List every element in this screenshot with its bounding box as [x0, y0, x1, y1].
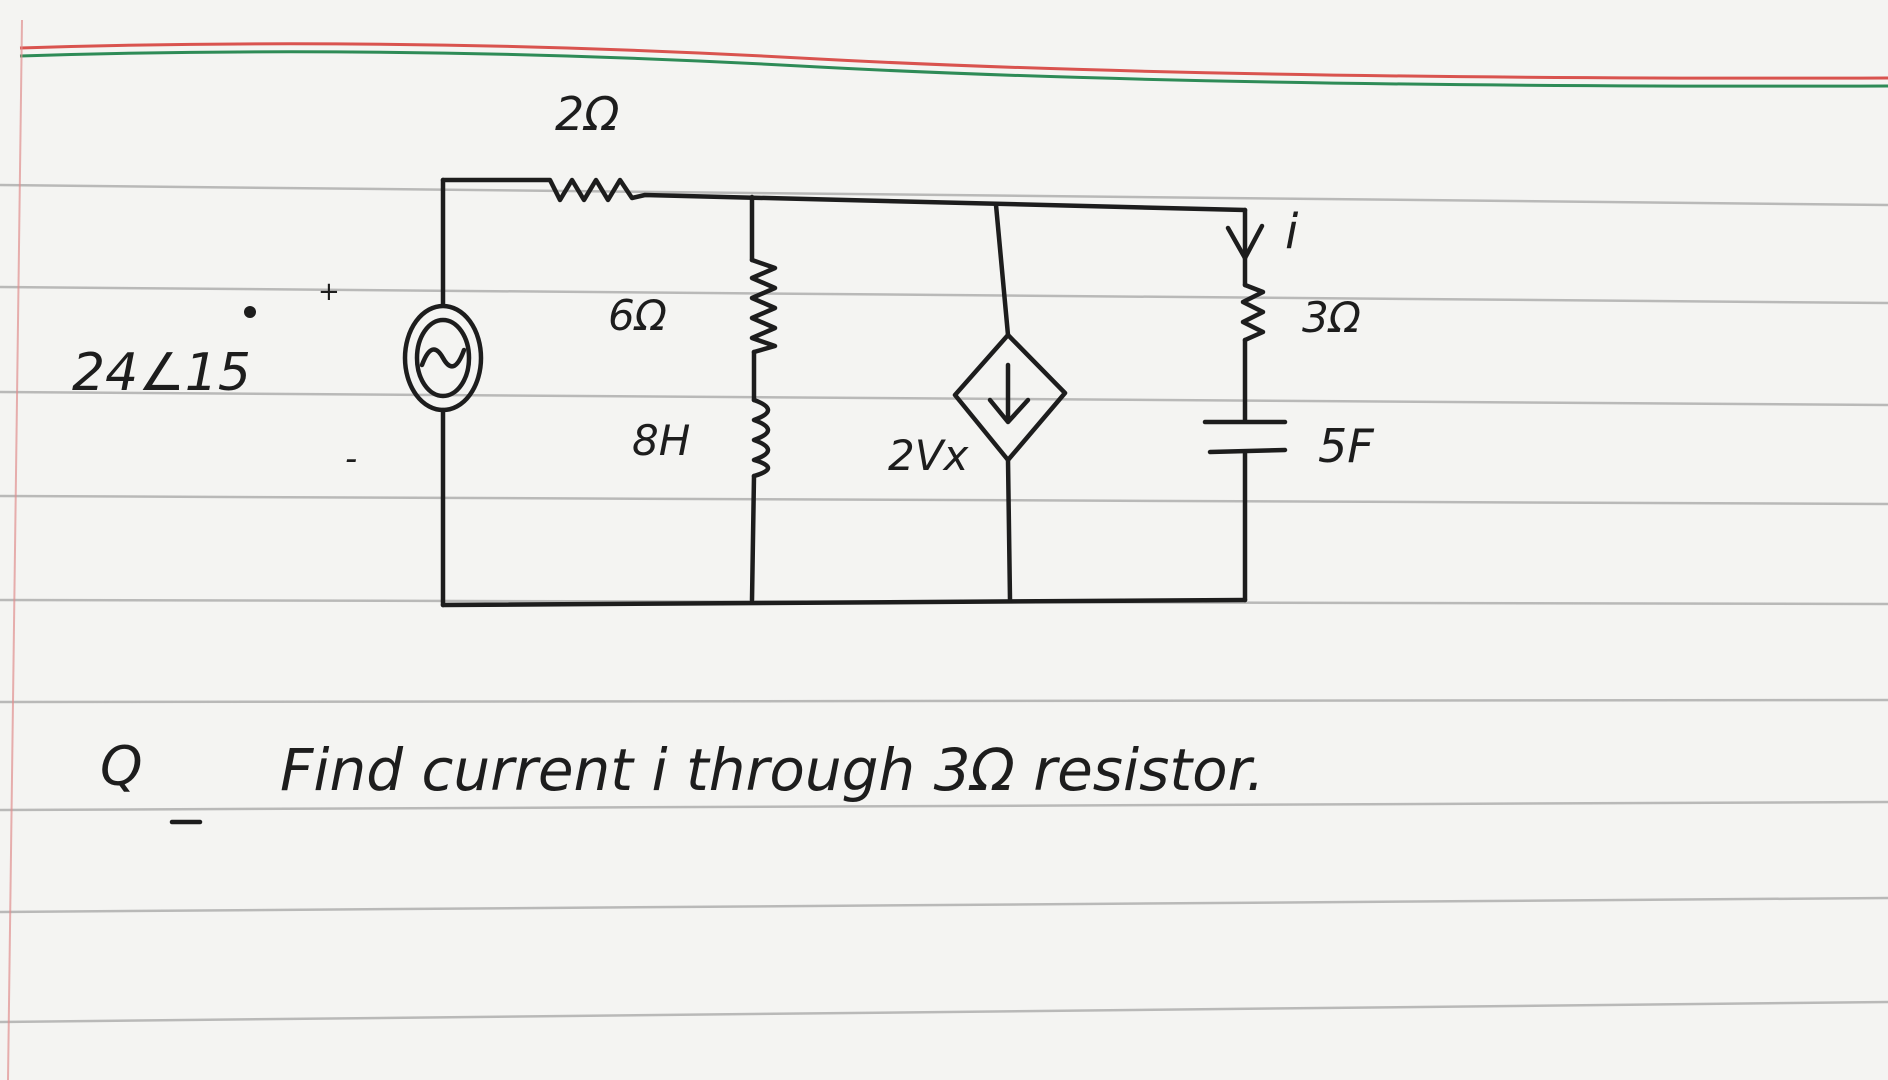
ac-source-icon: [402, 303, 484, 413]
margin-red-line: [19, 42, 1888, 80]
series-resistor-2ohm: [440, 177, 1248, 213]
label-5f: 5F: [1318, 419, 1374, 473]
rule-line: [0, 494, 1888, 506]
inductor-8h-coil: [751, 397, 771, 479]
rule-line: [0, 183, 1888, 207]
ac-source-inner-ring: [414, 317, 472, 399]
label-source-phasor: 24∠15: [72, 343, 251, 403]
wire-bottom: [440, 597, 1248, 608]
capacitor-plate-bottom: [1207, 447, 1288, 455]
rule-line: [0, 800, 1888, 812]
branch1-wire-bottom: [749, 473, 757, 603]
rule-line: [0, 896, 1888, 914]
circuit-labels: 2Ω 24∠15 + - 6Ω 8H 2Vx i 3Ω 5F: [72, 87, 1374, 480]
phasor-dot-icon: [244, 306, 256, 318]
down-arrow-icon: [987, 362, 1031, 425]
branch2-wire-bottom: [1005, 457, 1013, 603]
margin-left-line: [7, 19, 23, 1080]
rule-line: [0, 285, 1888, 305]
circuit-diagram: [169, 177, 1288, 825]
label-current-i: i: [1285, 204, 1299, 260]
rule-line: [0, 1000, 1888, 1024]
resistor-3ohm-zigzag: [1240, 282, 1266, 343]
label-2ohm: 2Ω: [555, 87, 619, 141]
label-2vx: 2Vx: [888, 431, 969, 480]
resistor-6ohm-zigzag: [749, 257, 778, 355]
page-margins: [7, 19, 1888, 1080]
rule-line: [0, 698, 1888, 704]
question-line: Q Find current i through 3Ω resistor.: [100, 735, 1265, 804]
rule-line: [0, 390, 1888, 407]
branch2-wire-top: [993, 202, 1011, 338]
current-arrow-icon: [1225, 223, 1265, 261]
label-3ohm: 3Ω: [1302, 293, 1361, 342]
ac-wave-icon: [419, 347, 467, 369]
question-prefix: Q: [100, 735, 143, 798]
question-text: Find current i through 3Ω resistor.: [280, 736, 1265, 804]
margin-green-line: [19, 50, 1888, 88]
label-8h: 8H: [632, 416, 690, 465]
label-6ohm: 6Ω: [608, 291, 667, 340]
label-source-plus: +: [318, 277, 340, 307]
label-source-minus: -: [345, 439, 357, 479]
